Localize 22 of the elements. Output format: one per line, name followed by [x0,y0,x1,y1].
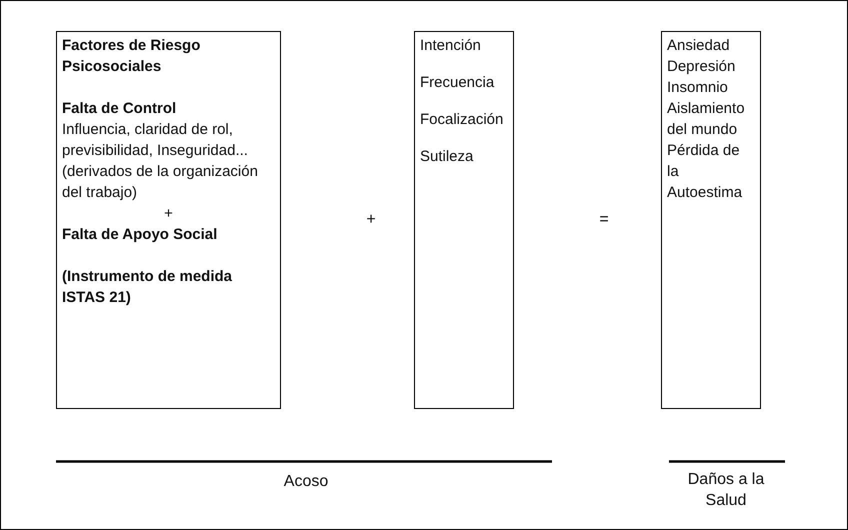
item-text: Intención [420,36,482,56]
item-text: Influencia, claridad de rol, previsibilidad, Inseguridad... (derivados de la organización del trabajo) [62,120,259,203]
equals-sign: = [598,210,610,230]
heading-text: Falta de Apoyo Social [62,225,218,245]
heading-text: Factores de Riesgo Psicosociales [62,36,202,77]
text-box [414,31,514,409]
plus-sign: + [365,210,377,230]
item-text: Aislamiento del mundo [667,99,746,140]
item-text: Ansiedad [667,36,731,56]
group-label: Daños a la Salud [686,470,766,511]
item-text: Insomnio [667,78,729,98]
text-box [56,31,281,409]
item-text: Depresión [667,57,736,77]
item-text: Pérdida de la Autoestima [667,141,744,203]
text-box [661,31,761,409]
item-text: Sutileza [420,147,474,167]
item-text: Focalización [420,110,504,130]
item-text: Frecuencia [420,73,496,93]
plus-sign: + [163,204,174,224]
group-label: Acoso [282,472,330,492]
heading-text: (Instrumento de medida ISTAS 21) [62,267,234,308]
heading-text: Falta de Control [62,99,178,119]
